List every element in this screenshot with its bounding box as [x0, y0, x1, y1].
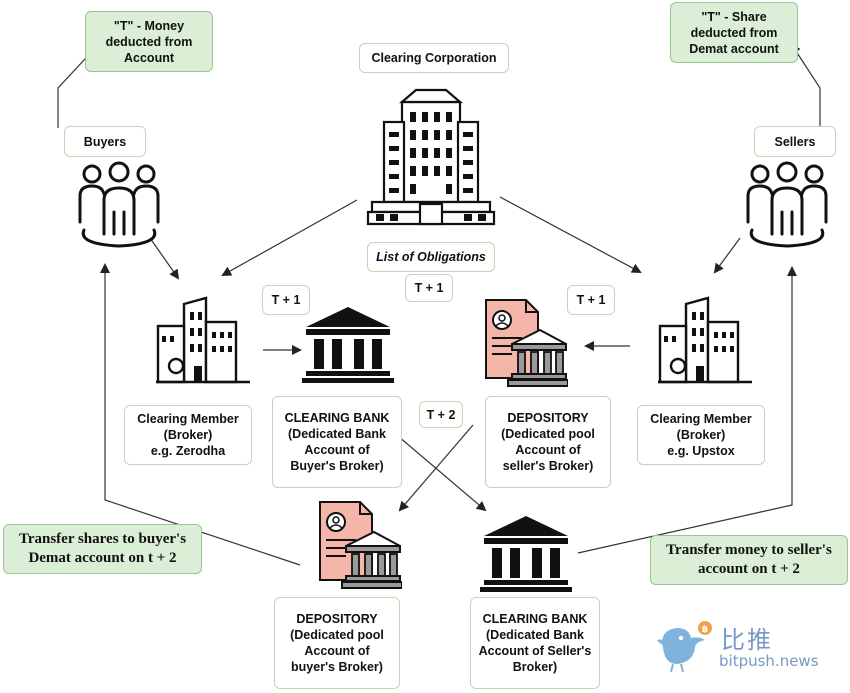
t1-left-label: T + 1: [262, 285, 310, 315]
arrow-depository-to-buyers: [100, 263, 301, 566]
sellers-label: Sellers: [754, 126, 836, 157]
money-deducted-label: "T" - Money deducted from Account: [85, 11, 213, 72]
arrow-cc-to-buyer-member: [221, 199, 358, 276]
arrow-depository-to-buyer-depository: [398, 424, 474, 512]
arrow-buyers-to-money-deducted: [57, 43, 100, 128]
arrow-cc-to-seller-member: [499, 196, 642, 273]
t1-center-label: T + 1: [405, 274, 453, 302]
svg-text:฿: ฿: [702, 625, 708, 635]
list-of-obligations-label: List of Obligations: [367, 242, 495, 272]
clearing-bank-buyer-label: CLEARING BANK (Dedicated Bank Account of…: [272, 396, 402, 488]
sellers-group-icon: [746, 161, 828, 248]
share-deducted-label: "T" - Share deducted from Demat account: [670, 2, 798, 63]
clearing-member-seller-label: Clearing Member (Broker) e.g. Upstox: [637, 405, 765, 465]
clearing-member-buyer-building-icon: [156, 296, 250, 384]
arrow-sellers-to-share-deducted: [790, 43, 821, 128]
t1-right-label: T + 1: [567, 285, 615, 315]
watermark-domain-text: bitpush.news: [719, 652, 819, 670]
bird-logo-icon: ฿: [657, 621, 712, 673]
t2-label: T + 2: [419, 401, 463, 428]
clearing-bank-buyer-icon: [302, 307, 394, 383]
clearing-corporation-label: Clearing Corporation: [359, 43, 509, 73]
transfer-money-label: Transfer money to seller's account on t …: [650, 535, 848, 585]
depository-buyer-icon: [319, 501, 402, 589]
buyers-label: Buyers: [64, 126, 146, 157]
arrow-buyers-to-clearing-member: [149, 237, 180, 280]
watermark: ฿ 比推 bitpush.news: [655, 618, 845, 678]
transfer-shares-label: Transfer shares to buyer's Demat account…: [3, 524, 202, 574]
depository-seller-label: DEPOSITORY (Dedicated pool Account of se…: [485, 396, 611, 488]
clearing-bank-seller-icon: [480, 516, 572, 592]
clearing-bank-seller-label: CLEARING BANK (Dedicated Bank Account of…: [470, 597, 600, 689]
depository-seller-icon: [485, 299, 568, 387]
depository-buyer-label: DEPOSITORY (Dedicated pool Account of bu…: [274, 597, 400, 689]
clearing-corporation-building-icon: [366, 88, 496, 226]
arrow-bank-to-sellers: [577, 266, 797, 554]
buyers-group-icon: [78, 161, 160, 248]
watermark-chinese-text: 比推: [721, 626, 773, 654]
clearing-member-buyer-label: Clearing Member (Broker) e.g. Zerodha: [124, 405, 252, 465]
clearing-member-seller-building-icon: [658, 296, 752, 384]
arrow-sellers-to-clearing-member: [713, 237, 741, 274]
